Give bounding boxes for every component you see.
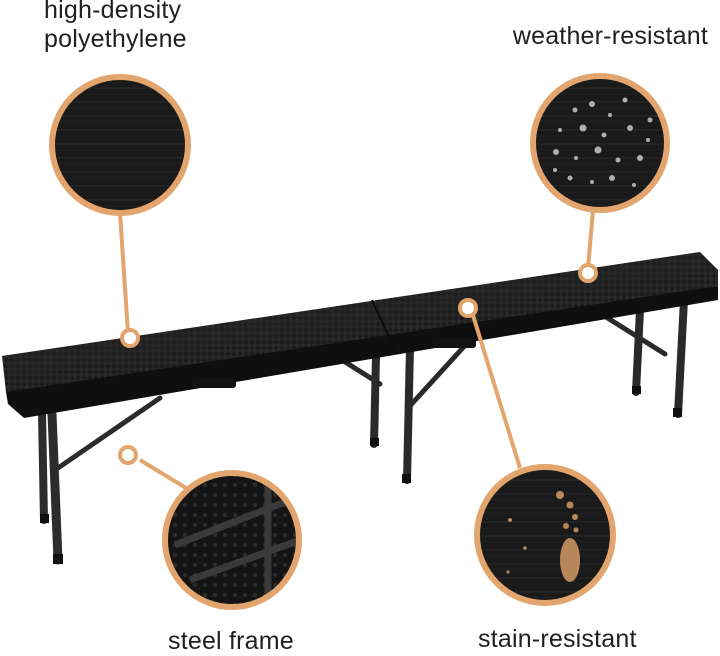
bench-leg-middle — [339, 337, 473, 484]
detail-circle-stain — [474, 464, 616, 606]
bench-leg-back-right — [595, 296, 688, 418]
feature-label-steel: steel frame — [168, 627, 294, 655]
detail-circle-steel — [162, 470, 302, 610]
bench-leg-front-left — [38, 395, 163, 565]
feature-label-stain: stain-resistant — [478, 625, 637, 653]
detail-circle-weather — [530, 73, 670, 213]
feature-label-hdpe: high-density polyethylene — [44, 0, 187, 54]
callout-dots — [118, 263, 598, 465]
feature-label-hdpe-line1: high-density — [44, 0, 182, 24]
feature-label-hdpe-line2: polyethylene — [44, 25, 187, 53]
feature-label-weather: weather-resistant — [512, 22, 708, 50]
bench — [2, 252, 718, 565]
bench-seat-edge — [6, 286, 718, 418]
callout-lines — [118, 209, 595, 490]
detail-circle-hdpe — [49, 74, 191, 216]
